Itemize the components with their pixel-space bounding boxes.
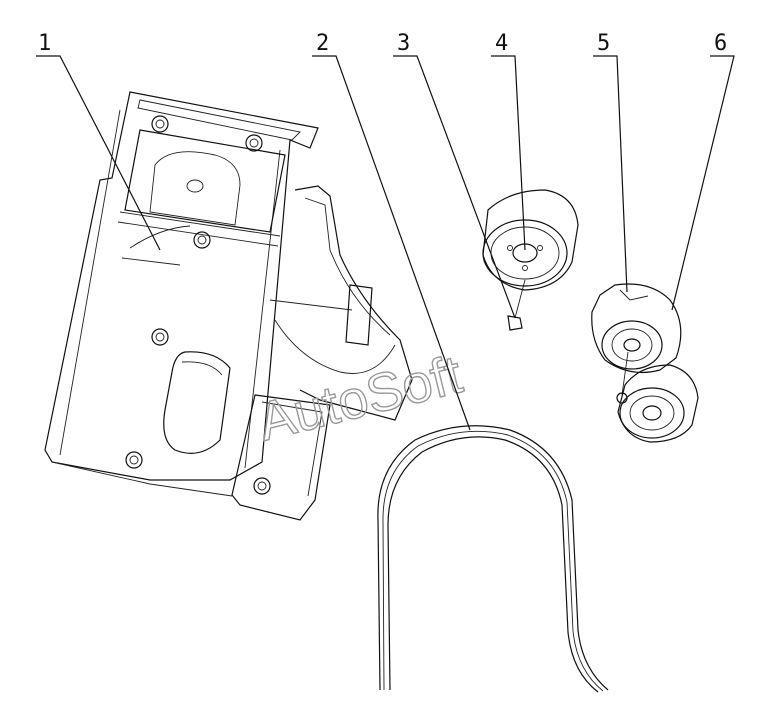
- callout-label: 3: [397, 31, 410, 56]
- callout-label: 4: [495, 31, 508, 56]
- callout-6: 6: [671, 31, 735, 311]
- tensioner-assembly: [591, 283, 682, 396]
- callout-1: 1: [36, 31, 161, 251]
- callout-3: 3: [393, 31, 516, 319]
- drive-belt: [377, 425, 609, 693]
- callout-label: 1: [38, 31, 51, 56]
- callout-label: 6: [714, 31, 727, 56]
- mounting-bracket: [44, 91, 413, 521]
- callout-4: 4: [491, 31, 526, 251]
- callout-label: 5: [597, 31, 610, 56]
- callout-2: 2: [312, 31, 471, 431]
- idler-pulley: [482, 189, 579, 291]
- callout-label: 2: [316, 31, 329, 56]
- callout-5: 5: [593, 31, 628, 293]
- tensioner-pulley: [616, 364, 699, 443]
- watermark-text: AutoSoft: [252, 344, 468, 452]
